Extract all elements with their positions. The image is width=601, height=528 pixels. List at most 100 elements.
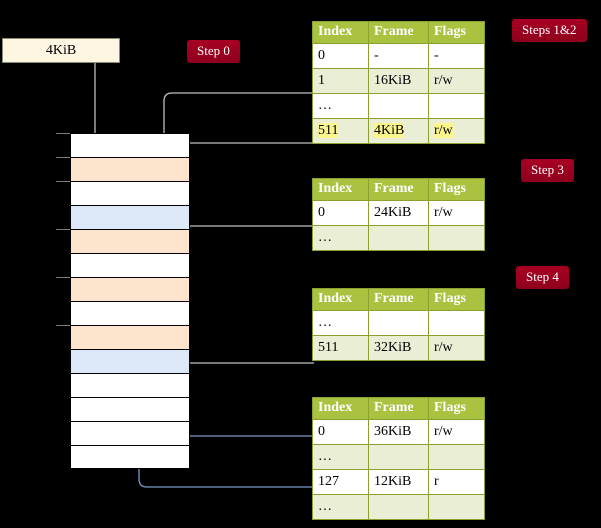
table-cell: … (312, 494, 369, 520)
table-cell: r/w (428, 335, 485, 361)
memory-tick (56, 133, 70, 134)
memory-frame-row (70, 205, 190, 229)
memory-frame-row (70, 133, 190, 157)
column-header-flags: Flags (428, 397, 485, 420)
column-header-frame: Frame (368, 178, 429, 201)
table-cell: 511 (312, 118, 369, 144)
wire-level0-index1-to-memory (163, 92, 314, 158)
memory-tick (56, 277, 70, 278)
table-cell: 0 (312, 419, 369, 445)
memory-frame-row (70, 181, 190, 205)
table-row: … (312, 494, 485, 520)
table-cell: 0 (312, 200, 369, 226)
memory-frame-row (70, 157, 190, 181)
table-row: … (312, 310, 485, 336)
memory-frame-row (70, 349, 190, 373)
memory-frame-row (70, 229, 190, 253)
column-header-index: Index (312, 397, 369, 420)
memory-frame-row (70, 397, 190, 421)
table-cell: r/w (428, 419, 485, 445)
badge-steps-1-2: Steps 1&2 (512, 19, 587, 42)
memory-frame-row (70, 277, 190, 301)
memory-frame-row (70, 301, 190, 325)
table-row: … (312, 225, 485, 251)
table-cell: … (312, 444, 369, 470)
table-cell (368, 494, 429, 520)
table-cell (368, 310, 429, 336)
table-cell: 12KiB (368, 469, 429, 495)
wire-level2-to-memory (171, 318, 314, 364)
memory-frame-row (70, 421, 190, 445)
table-cell: 4KiB (368, 118, 429, 144)
table-cell: 127 (312, 469, 369, 495)
table-cell: … (312, 310, 369, 336)
table-row: 0-- (312, 43, 485, 69)
virtual-page-label: 4KiB (45, 42, 77, 58)
table-cell (428, 225, 485, 251)
table-cell: 24KiB (368, 200, 429, 226)
table-cell (428, 444, 485, 470)
badge-step-4: Step 4 (516, 266, 569, 289)
table-cell: r/w (428, 68, 485, 94)
table-cell: 511 (312, 335, 369, 361)
table-cell: … (312, 225, 369, 251)
table-cell: 32KiB (368, 335, 429, 361)
memory-frame-row (70, 253, 190, 277)
table-cell (428, 310, 485, 336)
memory-tick (56, 325, 70, 326)
wire-level3-index127-to-memory (132, 211, 314, 488)
table-cell: - (368, 43, 429, 69)
column-header-index: Index (312, 21, 369, 44)
column-header-frame: Frame (368, 397, 429, 420)
table-cell (428, 494, 485, 520)
table-cell: … (312, 93, 369, 119)
memory-frame-row (70, 373, 190, 397)
badge-step-0: Step 0 (187, 40, 240, 63)
table-cell: 1 (312, 68, 369, 94)
physical-memory-column (70, 133, 190, 469)
column-header-frame: Frame (368, 21, 429, 44)
table-cell: r/w (428, 118, 485, 144)
memory-tick (56, 181, 70, 182)
table-cell: 36KiB (368, 419, 429, 445)
table-row: … (312, 93, 485, 119)
table-cell (368, 93, 429, 119)
table-cell: 0 (312, 43, 369, 69)
column-header-flags: Flags (428, 178, 485, 201)
column-header-index: Index (312, 288, 369, 311)
memory-frame-row (70, 325, 190, 349)
memory-tick (56, 157, 70, 158)
table-cell: 16KiB (368, 68, 429, 94)
column-header-flags: Flags (428, 288, 485, 311)
column-header-index: Index (312, 178, 369, 201)
memory-tick (56, 229, 70, 230)
table-cell: - (428, 43, 485, 69)
table-cell: r (428, 469, 485, 495)
memory-frame-row (70, 445, 190, 469)
table-cell: r/w (428, 200, 485, 226)
column-header-frame: Frame (368, 288, 429, 311)
table-cell (428, 93, 485, 119)
badge-step-3: Step 3 (521, 159, 574, 182)
wire-level1-to-memory (177, 225, 314, 254)
wire-level0-index511-to-memory (177, 142, 314, 152)
table-cell (368, 444, 429, 470)
table-row: … (312, 444, 485, 470)
virtual-page-box: 4KiB (2, 38, 120, 63)
table-cell (368, 225, 429, 251)
